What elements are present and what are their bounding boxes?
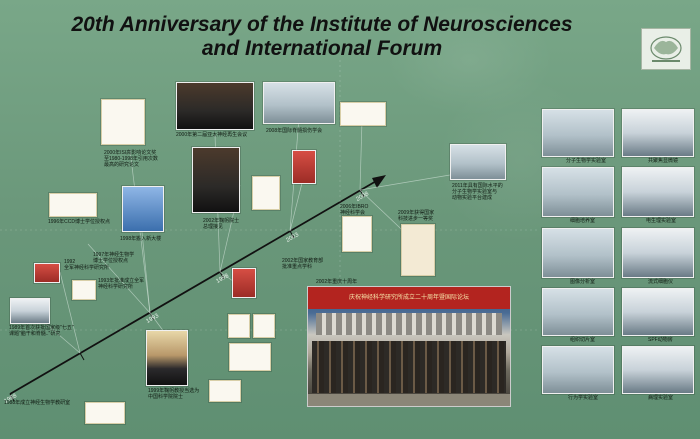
- lab-photo-8-caption: SPF动物房: [648, 337, 673, 343]
- event-2002c-caption: 2002年重庆十周年: [316, 279, 358, 285]
- institute-logo: [641, 28, 691, 70]
- event-1989-caption: 1989年首次获批国家级"七五" 课题"脑干和脊髓.."研究: [9, 325, 74, 337]
- event-2002-red-book: [232, 268, 256, 298]
- event-2008-meeting-photo: [263, 82, 335, 124]
- group-photo-ground: [308, 394, 510, 406]
- event-1997-caption: 1997年神经生物学 博士学位授权点: [93, 252, 135, 264]
- event-2006-certificate: [342, 216, 372, 252]
- event-1998-caption: 1998年搬入新大楼: [120, 236, 162, 242]
- lab-photo-3-caption: 细胞培养室: [570, 218, 596, 224]
- event-2011-lab-photo: [450, 144, 506, 180]
- event-2000-certificate: [101, 99, 145, 145]
- event-1988-caption: 1988年成立神经生物学教研室: [4, 400, 71, 406]
- event-1993-caption: 1993年批准成立全军 神经科学研究所: [98, 278, 145, 290]
- lab-photo-9-caption: 行为学实验室: [568, 395, 599, 401]
- event-1992-badge: [34, 263, 60, 283]
- lab-photo-1: [542, 109, 614, 157]
- group-photo-people: [312, 341, 506, 393]
- lab-photo-3: [542, 167, 614, 217]
- event-1988-certificate: [85, 402, 125, 424]
- lab-photo-8: [622, 288, 694, 336]
- title-line-2: and International Forum: [201, 37, 443, 60]
- lab-photo-4: [622, 167, 694, 217]
- group-photo: 庆祝神经科学研究所成立二十周年暨国际论坛: [307, 286, 511, 407]
- event-1992-caption: 1992 全军神经科学研究所: [64, 259, 110, 271]
- event-2002-award-photo: [192, 147, 240, 213]
- event-2008-letter: [340, 102, 386, 126]
- event-2006-caption: 2006年IBRO 神经科学会: [340, 204, 369, 216]
- lab-photo-6: [622, 228, 694, 278]
- event-1996-caption: 1996年CCD博士学位授权点: [48, 219, 110, 225]
- event-1993-certificate: [72, 280, 96, 300]
- lab-photo-2-caption: 共聚焦显微镜: [648, 158, 679, 164]
- event-2002-diploma: [229, 343, 271, 371]
- event-2002-award-board: [209, 380, 241, 402]
- lab-photo-9: [542, 346, 614, 394]
- event-2002-caption: 2002年鞠躬院士 总理接见: [203, 218, 240, 230]
- event-2009-caption: 2009年获得国家 科技进步一等奖: [398, 210, 435, 222]
- event-1999-caption: 1999年鞠躬教授当选为 中国科学院院士: [148, 388, 200, 400]
- event-2002-plaque: [228, 314, 250, 338]
- lab-photo-10-caption: 病理实验室: [648, 395, 674, 401]
- event-2002b-caption: 2002年国家教育部 批准重点学科: [282, 258, 324, 270]
- event-1996-certificate: [49, 193, 97, 217]
- event-2008-caption: 2008年国际脊髓损伤学会: [266, 128, 323, 134]
- event-2002-small-cert: [253, 314, 275, 338]
- event-1999-portrait: [146, 330, 188, 386]
- lab-photo-6-caption: 流式细胞仪: [648, 279, 674, 285]
- page-title: 20th Anniversary of the Institute of Neu…: [32, 13, 612, 61]
- lab-photo-2: [622, 109, 694, 157]
- group-photo-banner: 庆祝神经科学研究所成立二十周年暨国际论坛: [308, 287, 510, 309]
- lab-photo-1-caption: 分子生物学实验室: [566, 158, 607, 164]
- event-2005-red-book: [292, 150, 316, 184]
- lab-photo-5: [542, 228, 614, 278]
- lab-photo-7: [542, 288, 614, 336]
- event-2009-certificate: [401, 224, 435, 276]
- event-2000-caption: 2000年ISI高影响论文奖 至1980-1998年引用次数 最高的研究论文: [104, 150, 158, 168]
- lab-photo-5-caption: 图像分析室: [570, 279, 596, 285]
- event-2011-caption: 2011年具有国际水平的 分子生物学实验室与 动物实验平台建成: [452, 183, 503, 201]
- event-2000-conference-caption: 2000年第二届亚太神经再生会议: [176, 132, 248, 138]
- lab-photo-7-caption: 组织切片室: [570, 337, 596, 343]
- event-1998-building-photo: [122, 186, 164, 232]
- lab-photo-4-caption: 电生理实验室: [646, 218, 677, 224]
- event-1989-photo: [10, 298, 50, 324]
- lab-photo-10: [622, 346, 694, 394]
- event-2002-medal: [252, 176, 280, 210]
- title-line-1: 20th Anniversary of the Institute of Neu…: [71, 13, 573, 36]
- event-2000-conference-photo: [176, 82, 254, 130]
- group-photo-building: [316, 313, 502, 335]
